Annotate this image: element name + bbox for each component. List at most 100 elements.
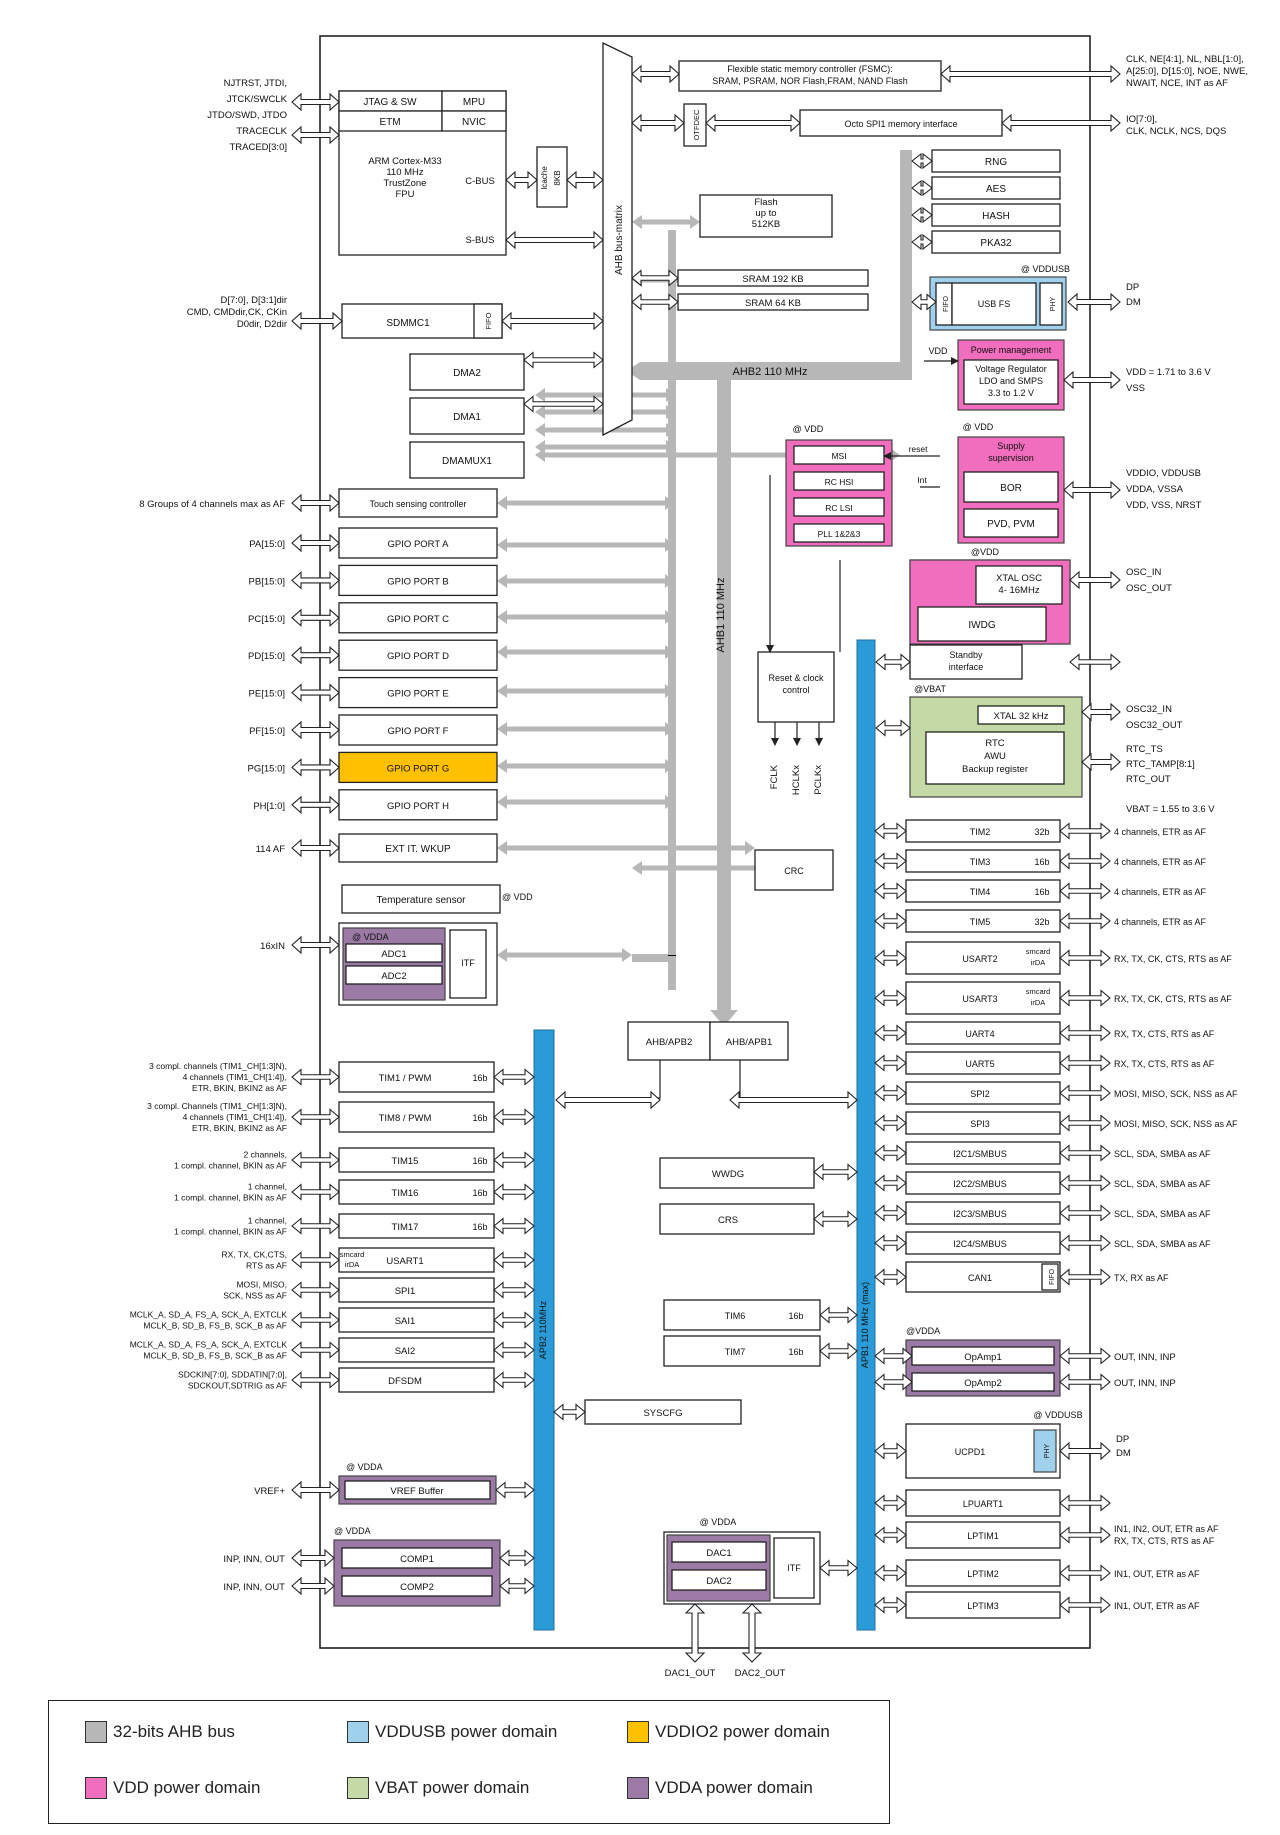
ucpd-phy-label: PHY xyxy=(1044,1443,1051,1458)
apb2-pin-label: 1 compl. channel, BKIN as AF xyxy=(174,1193,287,1203)
apb2-pin-arrow xyxy=(291,1183,340,1201)
apb1-periph-bits: 16b xyxy=(1034,887,1049,897)
flash-label: up to xyxy=(755,208,776,219)
apb2-bus-arrow xyxy=(493,1068,535,1086)
otfdec-matrix-arrow xyxy=(631,113,685,133)
gpio-pin-label: PC[15:0] xyxy=(248,614,285,625)
legend-swatch xyxy=(85,1777,107,1799)
tim7-box xyxy=(663,1335,821,1367)
vref-label: VREF Buffer xyxy=(390,1486,443,1497)
gpio-pin-arrow xyxy=(291,571,340,590)
gpio-ahb-arrow xyxy=(497,496,675,510)
flash-ahb-arrow xyxy=(632,215,700,229)
crypto-label: HASH xyxy=(982,211,1010,222)
comp-pin-label: INP, INN, OUT xyxy=(223,1582,285,1593)
legend-label: 32-bits AHB bus xyxy=(113,1722,235,1741)
apb2-periph-bits: 16b xyxy=(472,1113,487,1123)
sbus-arrow xyxy=(505,230,604,250)
apb2-pin-arrow xyxy=(291,1281,340,1299)
ucpd-pin-label: DM xyxy=(1116,1448,1131,1459)
gpio-pin-label: PD[15:0] xyxy=(248,651,285,662)
apb1-pin-label: MOSI, MISO, SCK, NSS as AF xyxy=(1114,1119,1238,1129)
octospi-pin-arrow xyxy=(1001,113,1121,133)
ahb-apb1-bridge xyxy=(709,1021,789,1061)
regulator-label: 3.3 to 1.2 V xyxy=(988,388,1034,398)
gpio-label: GPIO PORT H xyxy=(387,801,449,812)
apb2-pin-arrow xyxy=(291,1371,340,1389)
octospi-box xyxy=(799,109,1003,137)
legend-swatch xyxy=(627,1721,649,1743)
adc2-box xyxy=(345,965,443,985)
apb2-periph-label: TIM1 / PWM xyxy=(379,1073,432,1084)
dac-bus-arrow xyxy=(819,1559,858,1577)
lp-pin-label: RX, TX, CTS, RTS as AF xyxy=(1114,1536,1215,1546)
apb2-pin-label: MCLK_A, SD_A, FS_A, SCK_A, EXTCLK xyxy=(130,1310,288,1320)
usart-mode-label: smcard xyxy=(1026,947,1051,956)
apb1-bus-arrow xyxy=(874,949,907,967)
usb-phy-box xyxy=(1039,282,1063,326)
ahb2-bus-vertical xyxy=(900,150,912,380)
clock-out-label: HCLKx xyxy=(791,765,802,795)
gpio-pin-label: PB[15:0] xyxy=(249,576,285,587)
apb1-periph-label: USART2 xyxy=(962,954,997,964)
usb-phy-label: PHY xyxy=(1050,296,1057,311)
adc1-box xyxy=(345,943,443,963)
octospi-pin-label: IO[7:0], xyxy=(1126,114,1157,125)
lp-bus-arrow xyxy=(874,1526,907,1544)
apb1-bus-arrow xyxy=(874,912,907,930)
apb2-periph-box xyxy=(338,1367,495,1393)
ahb1-bus xyxy=(717,380,731,1010)
sdmmc-label: SDMMC1 xyxy=(386,318,430,329)
apb1-pin-arrow xyxy=(1059,1204,1111,1222)
opamp-pin-arrow xyxy=(1059,1347,1111,1365)
apb1-periph-label: SPI2 xyxy=(970,1089,990,1099)
dma1-matrix-arrow xyxy=(523,395,604,413)
rtc-pin-label: OSC32_IN xyxy=(1126,704,1172,715)
clock-label: RC LSI xyxy=(825,503,852,513)
dma-box xyxy=(409,353,525,391)
xtal-osc-label: 4- 16MHz xyxy=(998,585,1039,596)
power-pin-arrow xyxy=(1063,370,1121,390)
core-pin-label: TRACED[3:0] xyxy=(229,142,287,153)
usb-fs-label: USB FS xyxy=(978,299,1011,309)
crc-box xyxy=(754,849,834,891)
syscfg-label: SYSCFG xyxy=(643,1408,682,1419)
crypto-label: AES xyxy=(986,184,1006,195)
lp-bus-arrow xyxy=(874,1596,907,1614)
apb2-pin-label: SDCKOUT,SDTRIG as AF xyxy=(188,1381,287,1391)
etm-label: ETM xyxy=(379,117,400,128)
apb2-pin-label: MOSI, MISO, xyxy=(236,1280,287,1290)
apb1-periph-label: UART5 xyxy=(965,1059,994,1069)
comp-domain-label: @ VDDA xyxy=(334,1526,371,1536)
standby-label: interface xyxy=(949,662,984,672)
apb2-bus-arrow xyxy=(493,1281,535,1299)
crypto-label: PKA32 xyxy=(980,238,1012,249)
apb2-pin-label: 4 channels (TIM1_CH[1:4]), xyxy=(183,1072,287,1082)
apb2-periph-box xyxy=(338,1061,495,1093)
usart-mode-label: irDA xyxy=(1031,998,1046,1007)
power-title: Power management xyxy=(971,345,1052,355)
apb1-bridge-arrow xyxy=(729,1090,858,1110)
iwdg-box xyxy=(917,606,1047,642)
gpio-box-h xyxy=(338,789,498,821)
apb2-periph-bits: 16b xyxy=(472,1156,487,1166)
apb2-periph-label: USART1 xyxy=(386,1256,423,1267)
opamp-bus-arrow xyxy=(874,1347,913,1365)
apb1-pin-label: TX, RX as AF xyxy=(1114,1273,1169,1283)
ucpd-phy xyxy=(1033,1429,1057,1473)
vref-pin-label: VREF+ xyxy=(254,1486,285,1497)
legend-item-vddio2: VDDIO2 power domain xyxy=(627,1721,830,1743)
dac-itf-box xyxy=(773,1537,815,1599)
apb2-periph-box xyxy=(338,1101,495,1133)
gpio-pin-arrow xyxy=(291,645,340,665)
regulator-box xyxy=(963,359,1059,405)
apb2-link xyxy=(562,1060,661,1099)
apb1-pin-label: SCL, SDA, SMBA as AF xyxy=(1114,1239,1211,1249)
jtag-pin-arrow xyxy=(291,92,340,112)
reset-label: control xyxy=(782,685,809,695)
opamp-pin-arrow xyxy=(1059,1373,1111,1391)
apb2-pin-label: 1 compl. channel, BKIN as AF xyxy=(174,1227,287,1237)
cbus-arrow xyxy=(505,170,538,190)
core-pin-label: TRACECLK xyxy=(236,126,287,137)
